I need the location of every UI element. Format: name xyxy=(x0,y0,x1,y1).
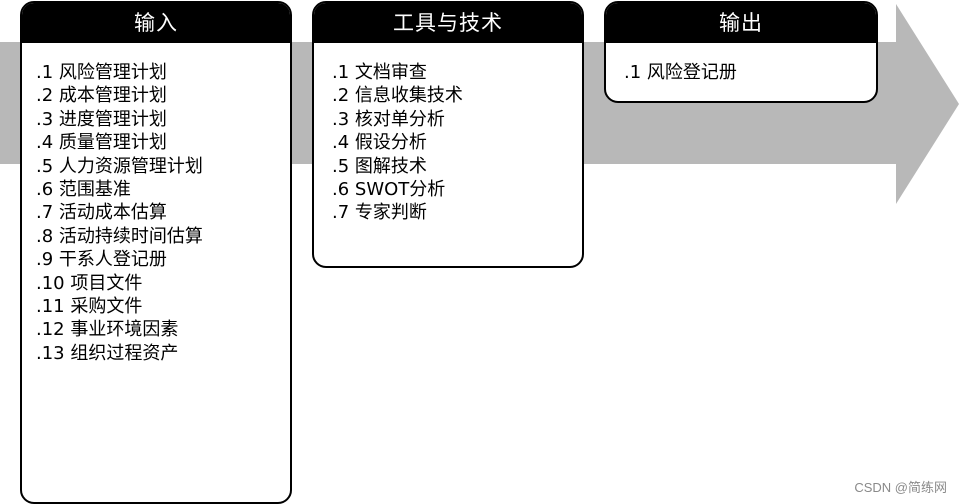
tools-list: .1 文档审查.2 信息收集技术.3 核对单分析.4 假设分析.5 图解技术.6… xyxy=(314,43,582,225)
input-list-item: .1 风险管理计划 xyxy=(36,62,167,83)
input-list-item: .10 项目文件 xyxy=(36,272,143,294)
input-list-item: .8 活动持续时间估算 xyxy=(36,225,203,247)
input-list-item: .12 事业环境因素 xyxy=(36,319,179,341)
tools-list-item: .1 文档审查 xyxy=(332,62,427,83)
tools-list-item: .3 核对单分析 xyxy=(332,108,445,130)
output-box-title: 输出 xyxy=(606,3,876,43)
input-list-item: .3 进度管理计划 xyxy=(36,108,167,130)
output-list-item: .1 风险登记册 xyxy=(624,62,737,83)
input-box-title: 输入 xyxy=(22,3,290,43)
output-box: 输出 .1 风险登记册 xyxy=(604,1,878,103)
input-list-item: .5 人力资源管理计划 xyxy=(36,155,203,177)
tools-box-title: 工具与技术 xyxy=(314,3,582,43)
tools-list-item: .7 专家判断 xyxy=(332,202,427,224)
input-list-item: .11 采购文件 xyxy=(36,296,143,318)
tools-list-item: .4 假设分析 xyxy=(332,132,427,154)
input-box: 输入 .1 风险管理计划.2 成本管理计划.3 进度管理计划.4 质量管理计划.… xyxy=(20,1,292,504)
input-list-item: .4 质量管理计划 xyxy=(36,132,167,154)
tools-box: 工具与技术 .1 文档审查.2 信息收集技术.3 核对单分析.4 假设分析.5 … xyxy=(312,1,584,268)
input-list: .1 风险管理计划.2 成本管理计划.3 进度管理计划.4 质量管理计划.5 人… xyxy=(22,43,290,365)
input-list-item: .7 活动成本估算 xyxy=(36,202,167,224)
input-list-item: .9 干系人登记册 xyxy=(36,249,167,271)
output-list: .1 风险登记册 xyxy=(606,43,876,84)
input-list-item: .2 成本管理计划 xyxy=(36,85,167,107)
input-list-item: .6 范围基准 xyxy=(36,179,131,201)
input-list-item: .13 组织过程资产 xyxy=(36,342,179,364)
tools-list-item: .2 信息收集技术 xyxy=(332,85,463,107)
tools-list-item: .6 SWOT分析 xyxy=(332,179,446,201)
watermark: CSDN @简练网 xyxy=(854,480,947,495)
tools-list-item: .5 图解技术 xyxy=(332,155,427,177)
